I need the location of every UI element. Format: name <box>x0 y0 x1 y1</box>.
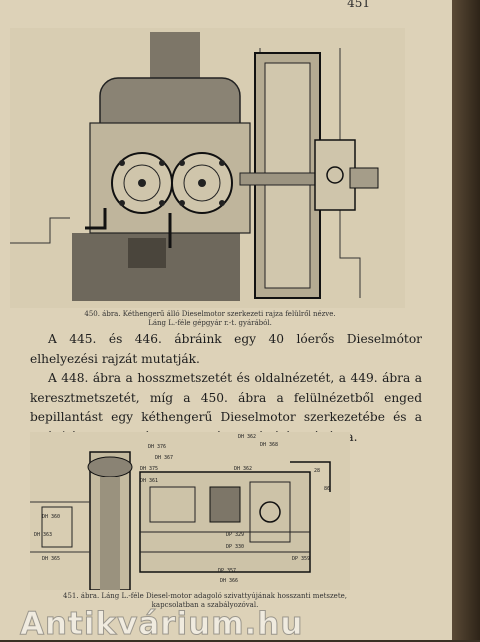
figure-450-caption-line1: 450. ábra. Kéthengerű álló Dieselmotor s… <box>84 310 336 318</box>
page-number: 451 <box>347 0 370 10</box>
callout-label: DH 361 <box>140 478 158 484</box>
callout-label: DP 330 <box>226 544 244 550</box>
injection-pump-section-drawing: DH 376 DH 362 DH 367 DH 368 DH 375 DH 36… <box>30 432 350 590</box>
callout-label: DH 375 <box>140 466 158 472</box>
figure-450-caption-line2: Láng L.-féle gépgyár r.-t. gyárából. <box>148 319 272 327</box>
figure-451-caption-line2: kapcsolatban a szabályozóval. <box>151 601 259 609</box>
body-text: A 445. és 446. ábráink egy 40 lóerős Die… <box>30 330 422 447</box>
paragraph-1: A 445. és 446. ábráink egy 40 lóerős Die… <box>30 332 422 366</box>
figure-451-caption-line1: 451. ábra. Láng L.-féle Diesel-motor ada… <box>62 592 347 600</box>
callout-label: DP 329 <box>226 532 244 538</box>
callout-label: 28 <box>314 468 320 474</box>
callout-label: DH 367 <box>155 455 173 461</box>
callout-label: DH 362 <box>238 434 256 440</box>
callout-label: 86 <box>324 486 330 492</box>
engine-top-view-drawing <box>10 28 405 308</box>
figure-451-caption: 451. ábra. Láng L.-féle Diesel-motor ada… <box>40 592 370 610</box>
callout-label: DH 365 <box>42 556 60 562</box>
callout-label: DP 357 <box>218 568 236 574</box>
watermark: Antikvárium.hu <box>19 606 304 642</box>
callout-label: DH 368 <box>260 442 278 448</box>
callout-label: DP 359 <box>292 556 310 562</box>
figure-450-caption: 450. ábra. Kéthengerű álló Dieselmotor s… <box>60 310 360 328</box>
callout-label: DH 360 <box>42 514 60 520</box>
callout-label: DH 362 <box>234 466 252 472</box>
callout-label: DH 366 <box>220 578 238 584</box>
callout-label: DH 376 <box>148 444 166 450</box>
callout-label: DH 363 <box>34 532 52 538</box>
book-edge <box>452 0 480 640</box>
book-page: 451 <box>0 0 452 640</box>
